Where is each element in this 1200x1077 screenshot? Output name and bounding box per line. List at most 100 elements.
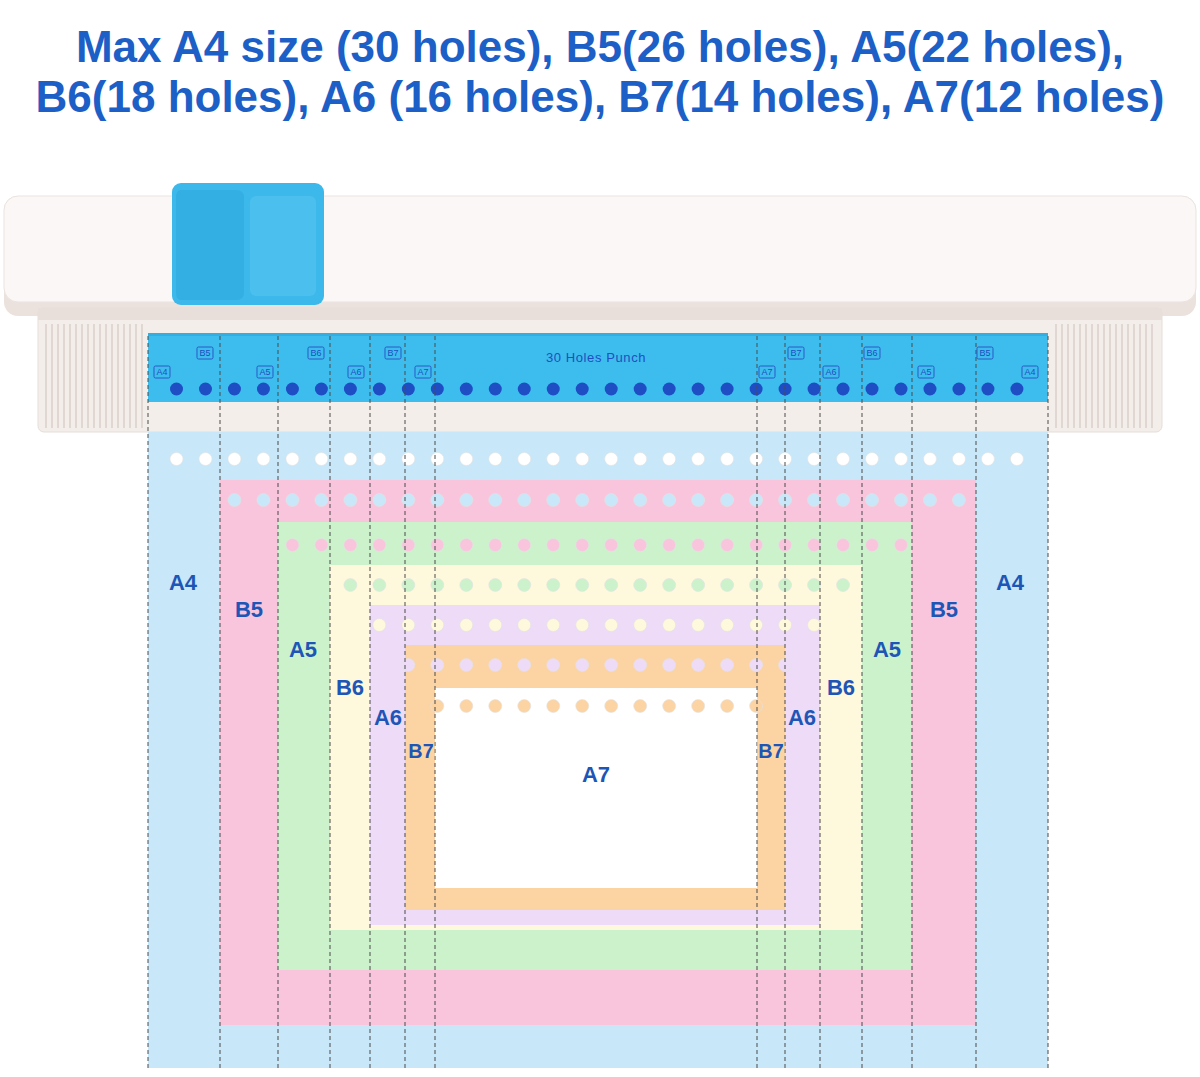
size-marker: B7	[787, 347, 804, 360]
punch-dot	[373, 383, 386, 396]
punched-hole	[228, 494, 241, 507]
dashed-guide-line	[330, 336, 331, 1070]
punched-hole	[460, 494, 473, 507]
punch-dot	[866, 383, 879, 396]
size-marker: B5	[976, 347, 993, 360]
punched-hole	[460, 659, 473, 672]
punched-hole	[663, 619, 676, 632]
punch-dot	[605, 383, 618, 396]
punch-dot	[315, 383, 328, 396]
paper-size-label: A4	[168, 571, 198, 595]
punched-hole	[170, 453, 183, 466]
punched-hole	[923, 453, 936, 466]
punch-dot	[547, 383, 560, 396]
punched-hole	[605, 619, 618, 632]
punched-hole	[634, 619, 647, 632]
dashed-guide-line	[785, 336, 786, 1070]
punch-slider	[172, 183, 324, 305]
punched-hole	[547, 659, 560, 672]
ridge-line	[141, 324, 143, 428]
punched-hole	[721, 700, 734, 713]
punched-hole	[547, 539, 560, 552]
dashed-guide-line	[435, 336, 436, 1070]
punched-hole	[605, 453, 618, 466]
punched-hole	[373, 453, 386, 466]
punched-hole	[344, 453, 357, 466]
title: Max A4 size (30 holes), B5(26 holes), A5…	[36, 22, 1165, 121]
punched-hole	[721, 659, 734, 672]
punched-hole	[692, 659, 705, 672]
punched-hole	[489, 579, 502, 592]
ridge-line	[63, 324, 65, 428]
punched-hole	[692, 579, 705, 592]
punched-hole	[518, 494, 531, 507]
punched-hole	[431, 539, 444, 552]
punched-hole	[750, 539, 763, 552]
dashed-guide-line	[220, 336, 221, 1070]
ridge-line	[1079, 324, 1081, 428]
punched-hole	[837, 579, 850, 592]
punched-hole	[518, 700, 531, 713]
punched-hole	[692, 453, 705, 466]
punched-hole	[431, 659, 444, 672]
punch-dot	[344, 383, 357, 396]
punched-hole	[663, 453, 676, 466]
punched-hole	[489, 453, 502, 466]
punched-hole	[895, 453, 908, 466]
punch-dot	[663, 383, 676, 396]
punched-hole	[547, 619, 560, 632]
punched-hole	[663, 494, 676, 507]
punched-hole	[518, 539, 531, 552]
ridge-line	[93, 324, 95, 428]
punch-dot	[431, 383, 444, 396]
punched-hole	[547, 700, 560, 713]
punched-hole	[750, 700, 763, 713]
punched-hole	[692, 619, 705, 632]
punched-hole	[634, 659, 647, 672]
ridge-line	[45, 324, 47, 428]
punched-hole	[952, 494, 965, 507]
dashed-guide-line	[862, 336, 863, 1070]
paper-size-label: A5	[288, 638, 318, 662]
ridge-line	[1127, 324, 1129, 428]
size-marker: B6	[307, 347, 324, 360]
punched-hole	[750, 619, 763, 632]
punch-dot	[518, 383, 531, 396]
punched-hole	[344, 539, 357, 552]
punched-hole	[576, 619, 589, 632]
paper-sheet: B5B5A5A5B6B6A6A6B7B7A7	[220, 480, 976, 1025]
punched-hole	[228, 453, 241, 466]
punched-hole	[460, 453, 473, 466]
punched-hole	[489, 539, 502, 552]
punched-hole	[402, 659, 415, 672]
dashed-guide-line	[820, 336, 821, 1070]
punched-hole	[402, 453, 415, 466]
punched-hole	[837, 453, 850, 466]
punched-hole	[576, 494, 589, 507]
ridge-line	[1085, 324, 1087, 428]
punch-dot	[634, 383, 647, 396]
ridge-line	[1139, 324, 1141, 428]
punched-hole	[373, 539, 386, 552]
punched-hole	[605, 494, 618, 507]
punched-hole	[923, 494, 936, 507]
punched-hole	[402, 539, 415, 552]
punched-hole	[518, 579, 531, 592]
sheet-holes	[170, 453, 1023, 713]
size-marker: A5	[256, 366, 273, 379]
punched-hole	[634, 453, 647, 466]
punched-hole	[866, 453, 879, 466]
punched-hole	[431, 453, 444, 466]
paper-size-label: A5	[872, 638, 902, 662]
paper-size-label: A4	[995, 571, 1025, 595]
punched-hole	[315, 453, 328, 466]
ridge-line	[135, 324, 137, 428]
dashed-guide-line	[148, 336, 149, 1070]
punched-hole	[808, 579, 821, 592]
punched-hole	[373, 494, 386, 507]
punched-hole	[866, 539, 879, 552]
ridge-line	[1145, 324, 1147, 428]
punched-hole	[489, 700, 502, 713]
punched-hole	[895, 494, 908, 507]
